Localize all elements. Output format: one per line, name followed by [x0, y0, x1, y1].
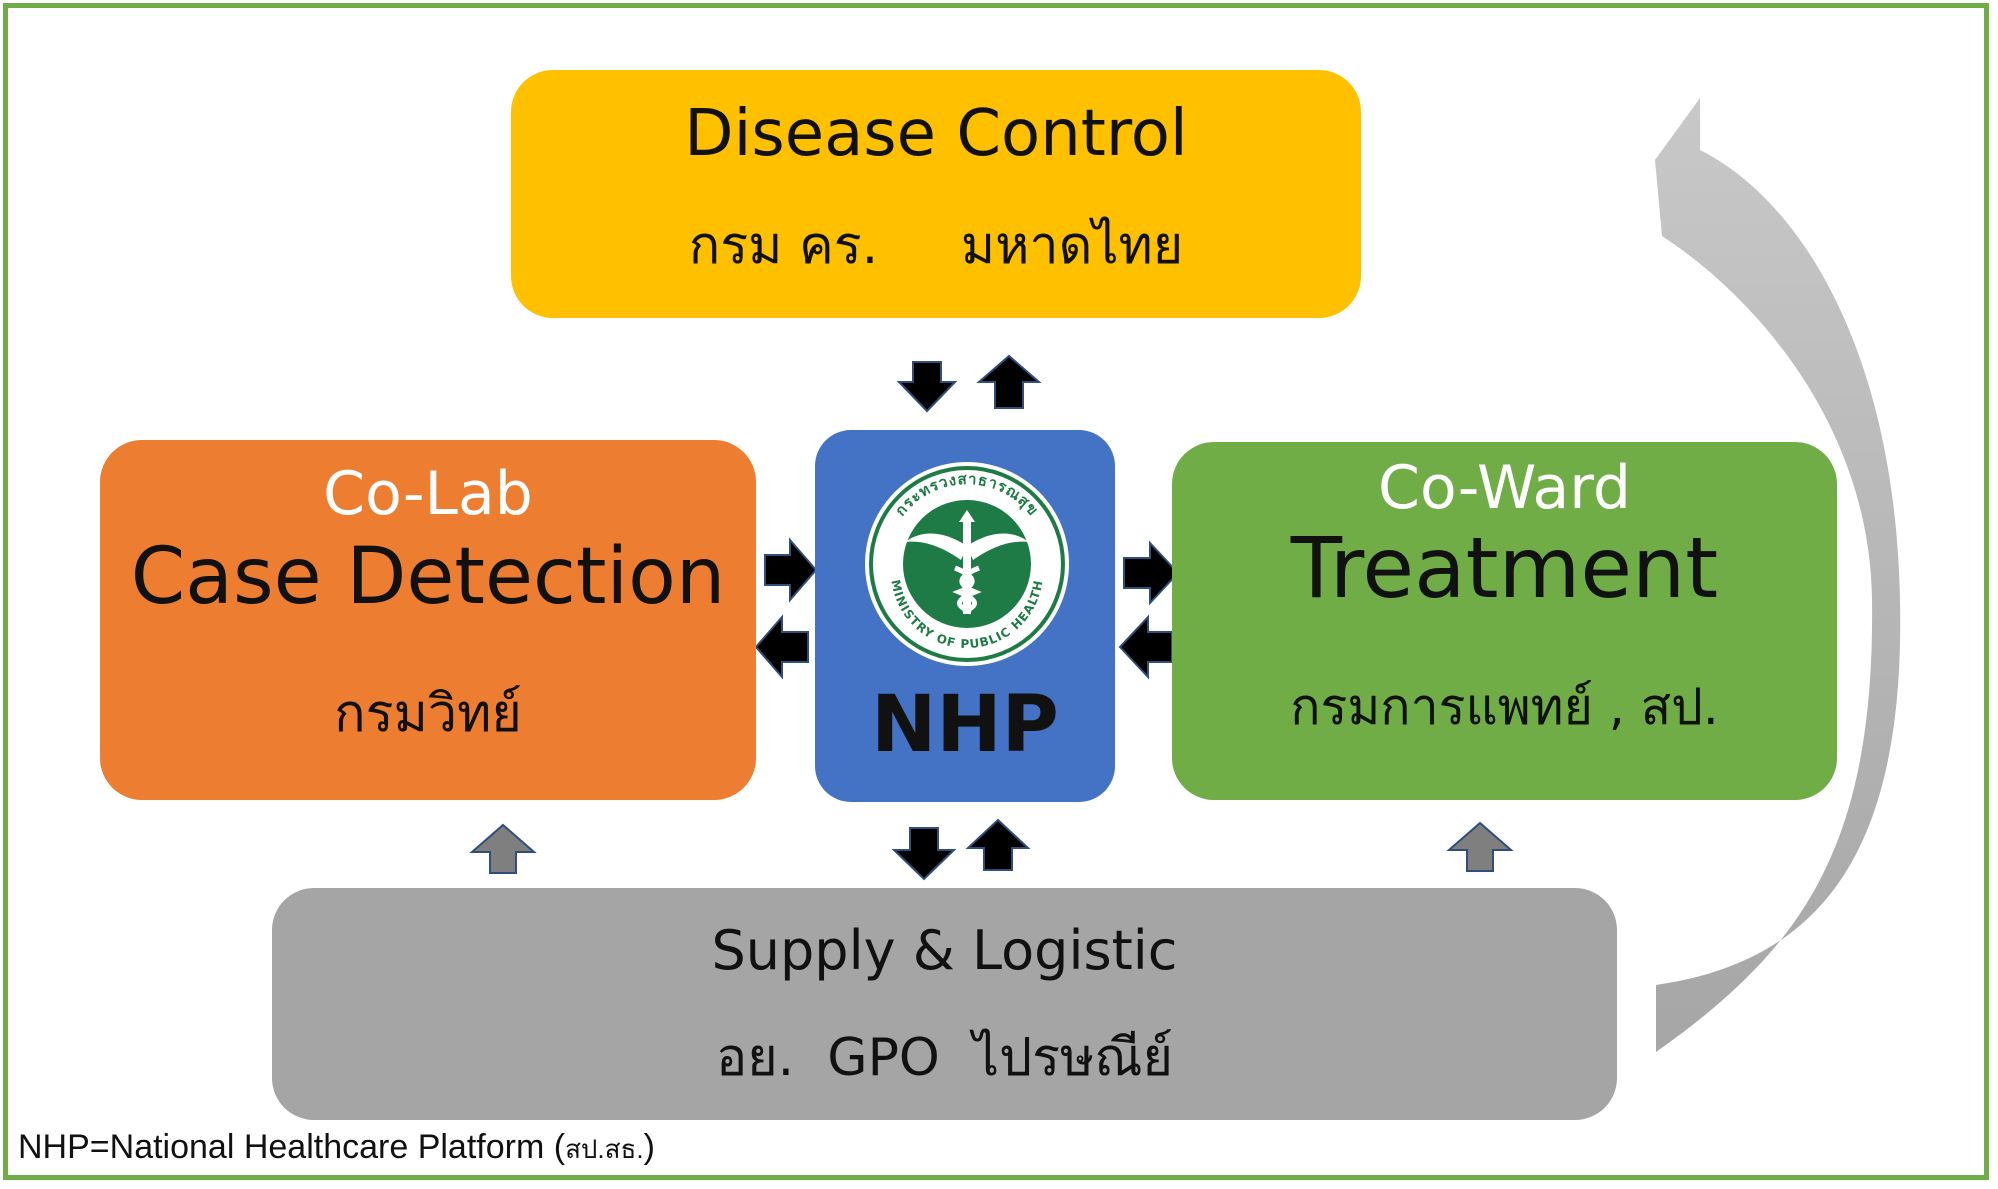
nhp-label: NHP — [871, 680, 1059, 770]
coward-label: Co-Ward — [1378, 453, 1631, 523]
ministry-seal-icon: กระทรวงสาธารณสุข MINISTRY OF PUBLIC HEAL… — [865, 462, 1069, 666]
supply-logistic-title: Supply & Logistic — [711, 919, 1178, 982]
colab-box: Co-Lab Case Detection กรมวิทย์ — [100, 440, 756, 800]
arrow-right-nhp-to-coward — [1123, 540, 1180, 606]
colab-label: Co-Lab — [323, 459, 533, 529]
coward-box: Co-Ward Treatment กรมการแพทย์ , สป. — [1172, 442, 1837, 800]
footnote-main: NHP=National Healthcare Platform ( — [18, 1128, 566, 1166]
colab-subtitle: กรมวิทย์ — [334, 684, 522, 744]
coward-subtitle: กรมการแพทย์ , สป. — [1290, 678, 1719, 736]
disease-control-title: Disease Control — [684, 97, 1188, 171]
arrow-up-nhp-to-disease — [976, 354, 1042, 409]
arrow-up-supply-to-coward — [1446, 821, 1514, 872]
arrow-down-disease-to-nhp — [896, 361, 958, 413]
arrow-up-supply-to-nhp — [965, 818, 1031, 871]
arrow-up-supply-to-colab — [469, 823, 537, 874]
footnote: NHP=National Healthcare Platform (สป.สธ.… — [18, 1128, 655, 1170]
colab-title: Case Detection — [130, 532, 726, 622]
curved-return-arrow — [1655, 98, 1901, 1052]
disease-control-box: Disease Control กรม คร. มหาดไทย — [511, 70, 1361, 318]
coward-title: Treatment — [1290, 519, 1719, 617]
arrow-down-nhp-to-supply — [891, 827, 957, 881]
arrow-left-nhp-to-colab — [754, 614, 809, 680]
arrow-left-coward-to-nhp — [1118, 614, 1173, 680]
footnote-thai: สป.สธ. — [565, 1134, 644, 1164]
footnote-close: ) — [643, 1128, 655, 1166]
supply-logistic-box: Supply & Logistic อย. GPO ไปรษณีย์ — [272, 888, 1617, 1120]
disease-control-subtitle: กรม คร. มหาดไทย — [688, 216, 1184, 276]
nhp-box: กระทรวงสาธารณสุข MINISTRY OF PUBLIC HEAL… — [815, 430, 1115, 802]
supply-logistic-subtitle: อย. GPO ไปรษณีย์ — [715, 1028, 1173, 1088]
arrow-right-colab-to-nhp — [764, 537, 818, 603]
